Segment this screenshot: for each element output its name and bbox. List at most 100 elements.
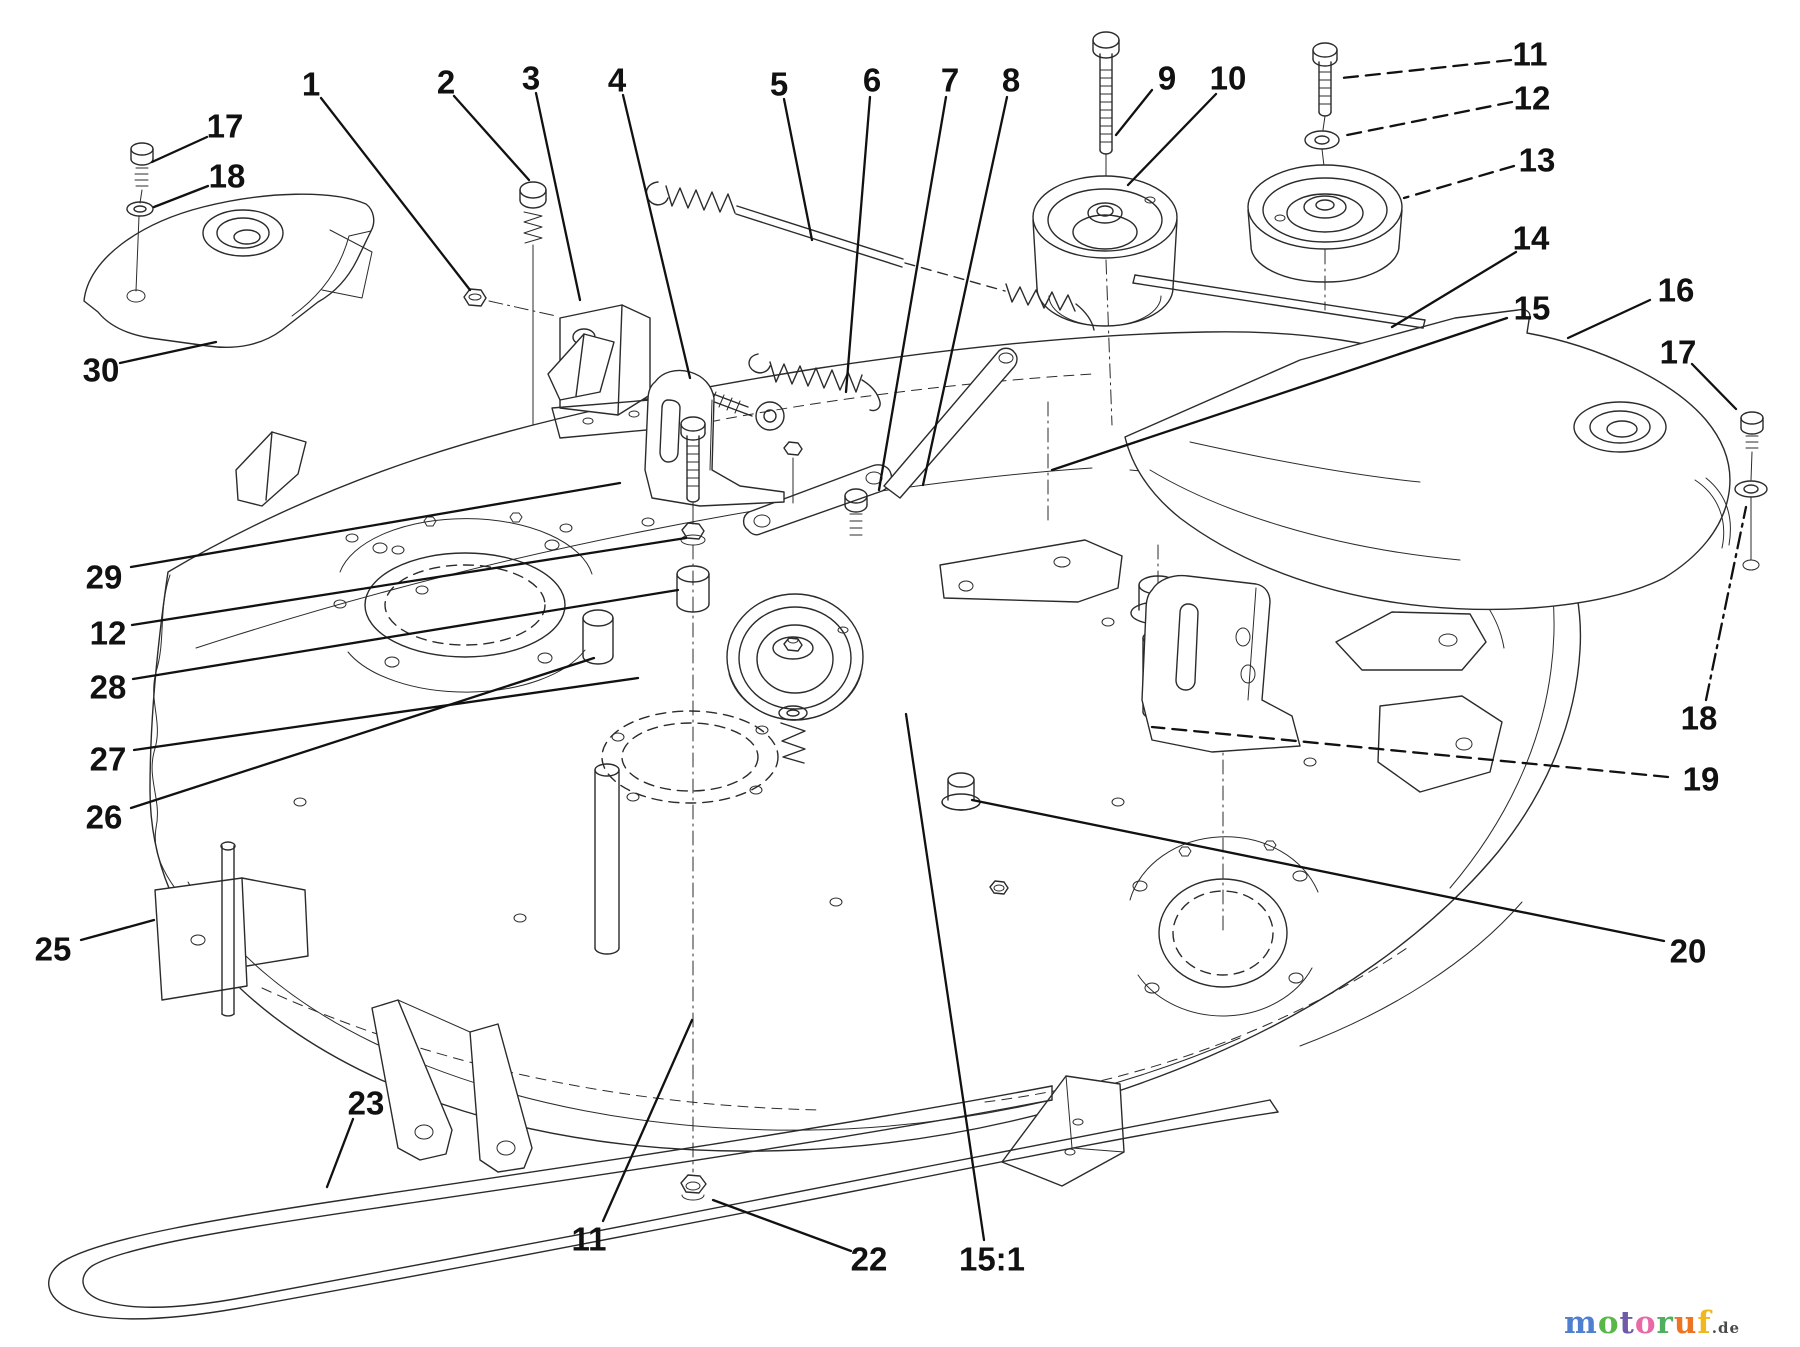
v-belt-23 — [48, 1085, 1279, 1320]
callout-label-8: 8 — [1002, 62, 1020, 99]
callout-label-7: 7 — [941, 62, 959, 99]
cover-plate-30 — [83, 193, 375, 349]
screw-17-right — [1740, 411, 1764, 481]
leader-line-7 — [877, 95, 948, 492]
callout-label-1: 1 — [302, 66, 320, 103]
axis-lines — [1047, 249, 1326, 521]
logo-text: motoruf.de — [1564, 1305, 1740, 1341]
callout-label-12-top: 12 — [1514, 80, 1551, 117]
leader-line-27 — [132, 676, 640, 752]
leader-line-11-bottom — [601, 1018, 694, 1223]
flange-nut-12-center — [680, 522, 706, 546]
leader-line-14 — [1390, 250, 1518, 329]
leader-line-18-left — [152, 184, 210, 209]
wing-plate-right — [1335, 611, 1487, 671]
callout-label-11-bottom: 11 — [572, 1221, 607, 1258]
callout-label-10: 10 — [1210, 60, 1247, 97]
spindle-opening-left — [339, 512, 593, 693]
washer-18-right — [1734, 480, 1768, 571]
spacer-26 — [582, 609, 614, 665]
logo-letter: u — [1674, 1305, 1698, 1341]
leader-line-15 — [1050, 316, 1509, 472]
leader-line-10 — [1126, 92, 1218, 187]
callout-label-27: 27 — [90, 741, 127, 778]
callout-label-2: 2 — [437, 64, 455, 101]
right-slotted-bracket — [1141, 574, 1301, 753]
center-idler-pulley — [726, 593, 864, 721]
callout-label-20: 20 — [1670, 933, 1707, 970]
logo-letter: f — [1697, 1305, 1712, 1341]
gusset-bracket — [1001, 1075, 1125, 1187]
washer-18-left — [126, 201, 154, 292]
callout-label-30: 30 — [83, 352, 120, 389]
logo-letter: t — [1620, 1305, 1635, 1341]
bushing-20 — [941, 772, 981, 811]
logo-letter: m — [1564, 1305, 1598, 1341]
callout-label-5: 5 — [770, 66, 788, 103]
logo-letter: o — [1598, 1305, 1620, 1341]
callout-label-22: 22 — [851, 1241, 888, 1278]
callout-label-25: 25 — [35, 931, 72, 968]
spindle-opening-center — [601, 710, 779, 804]
callout-label-3: 3 — [522, 60, 540, 97]
leader-line-30 — [118, 340, 218, 365]
leader-line-26 — [129, 656, 596, 810]
slotted-bracket-29 — [547, 333, 785, 507]
leader-line-3 — [534, 91, 582, 302]
bracket-25 — [154, 841, 309, 1017]
callout-label-29: 29 — [86, 559, 123, 596]
callout-label-18-right: 18 — [1681, 700, 1718, 737]
leader-line-29 — [129, 481, 622, 569]
hex-nut-1 — [463, 288, 557, 317]
callout-label-15: 15 — [1514, 290, 1551, 327]
fork-bracket — [371, 999, 533, 1173]
leader-line-9 — [1114, 88, 1154, 137]
flange-nut-22 — [680, 1174, 707, 1201]
callout-label-28: 28 — [90, 669, 127, 706]
screw-2 — [519, 181, 547, 426]
spindle-opening-right — [1129, 707, 1319, 1017]
logo-suffix: .de — [1712, 1319, 1740, 1337]
logo-letter: r — [1657, 1305, 1674, 1341]
brake-rod-14 — [1132, 274, 1426, 329]
callout-label-13: 13 — [1519, 142, 1556, 179]
leader-line-16 — [1566, 298, 1652, 340]
callout-label-14: 14 — [1513, 220, 1550, 257]
callout-label-12-left: 12 — [90, 615, 127, 652]
washer-spring-under-pulley — [778, 705, 808, 764]
leader-line-19 — [1150, 725, 1670, 779]
support-tube — [594, 763, 620, 955]
leader-line-17-right — [1690, 362, 1738, 411]
leader-line-5 — [782, 97, 814, 242]
v-idler-pulley-10 — [1032, 175, 1178, 327]
leader-line-11-top — [1340, 58, 1513, 80]
callout-label-4: 4 — [608, 62, 627, 99]
leader-line-28 — [131, 588, 680, 681]
link-rod-5 — [645, 181, 1006, 292]
callout-label-11-top: 11 — [1513, 36, 1548, 73]
leader-line-18-right — [1704, 505, 1748, 702]
logo-letter: o — [1635, 1305, 1657, 1341]
leader-line-15-1 — [904, 712, 986, 1242]
mower-deck-shell — [149, 331, 1582, 1152]
leader-line-23 — [325, 1117, 355, 1189]
leader-line-4 — [621, 93, 692, 380]
leader-line-12-left — [130, 536, 688, 627]
callout-label-15-1: 15:1 — [959, 1241, 1025, 1278]
callout-label-18-left: 18 — [209, 158, 246, 195]
callout-label-9: 9 — [1158, 60, 1176, 97]
leader-line-20 — [970, 798, 1666, 943]
leader-line-13 — [1402, 164, 1516, 200]
callout-label-17-left: 17 — [207, 108, 244, 145]
callout-label-6: 6 — [863, 62, 881, 99]
belt-cover-16 — [1124, 308, 1731, 611]
leader-line-2 — [452, 94, 531, 182]
leader-line-17-left — [150, 135, 209, 164]
leader-line-12-top — [1340, 100, 1514, 138]
bolt-11 — [1312, 42, 1338, 131]
leader-line-25 — [79, 918, 156, 942]
carriage-bolt-center — [680, 416, 706, 1173]
callout-label-16: 16 — [1658, 272, 1695, 309]
